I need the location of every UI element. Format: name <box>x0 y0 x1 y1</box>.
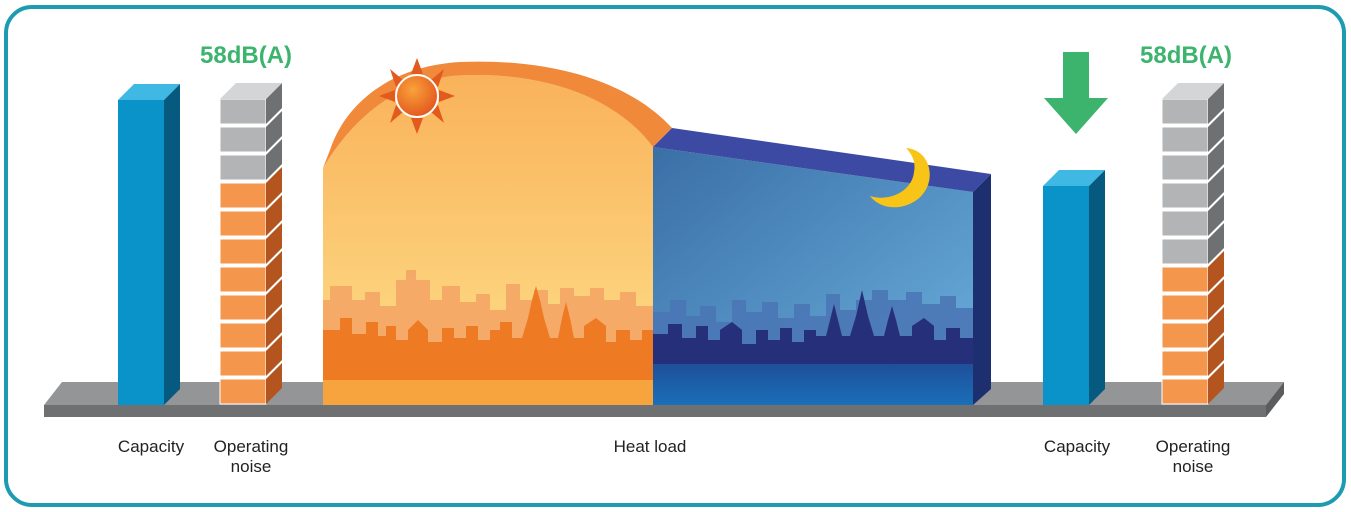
right-capacity-label: Capacity <box>1043 437 1111 456</box>
right-capacity-bar <box>1043 170 1105 405</box>
left-noise-gray-block <box>219 111 282 153</box>
left-noise-orange-block <box>219 335 282 377</box>
left-noise-label-line2: noise <box>230 457 272 476</box>
right-noise-gray-block <box>1161 167 1224 209</box>
left-noise-orange-block <box>219 363 282 405</box>
left-noise-orange-block <box>219 195 282 237</box>
day-curve-top <box>323 61 672 168</box>
right-noise-orange-block <box>1161 279 1224 321</box>
night-top-edge <box>653 128 991 192</box>
night-skyline <box>653 290 973 405</box>
left-capacity-label: Capacity <box>117 437 185 456</box>
right-noise-orange-block <box>1161 335 1224 377</box>
right-noise-gray-block <box>1161 83 1224 125</box>
left-noise-orange-block <box>219 223 282 265</box>
heat-load-label: Heat load <box>613 437 687 456</box>
night-side-edge <box>973 174 991 405</box>
right-noise-label-line2: noise <box>1172 457 1214 476</box>
left-operating-noise-label: Operating noise <box>196 437 306 477</box>
left-noise-label-line1: Operating <box>213 437 289 456</box>
left-noise-gray-block <box>219 83 282 125</box>
left-noise-orange-block <box>219 167 282 209</box>
left-noise-level-label: 58dB(A) <box>200 42 293 69</box>
sun-icon <box>379 58 455 134</box>
left-capacity-bar <box>118 84 180 405</box>
right-noise-gray-block <box>1161 223 1224 265</box>
day-skyline <box>323 270 653 405</box>
left-noise-orange-block <box>219 279 282 321</box>
left-noise-gray-block <box>219 139 282 181</box>
heat-load-panel <box>323 58 991 405</box>
left-noise-orange-block <box>219 307 282 349</box>
left-noise-stack <box>219 83 282 405</box>
right-noise-stack <box>1161 83 1224 405</box>
right-operating-noise-label: Operating noise <box>1138 437 1248 477</box>
right-noise-orange-block <box>1161 307 1224 349</box>
right-noise-orange-block <box>1161 251 1224 293</box>
right-noise-label-line1: Operating <box>1155 437 1231 456</box>
right-noise-gray-block <box>1161 111 1224 153</box>
moon-icon <box>870 148 930 208</box>
right-noise-orange-block <box>1161 363 1224 405</box>
right-noise-gray-block <box>1161 195 1224 237</box>
down-arrow-icon <box>1044 52 1108 134</box>
right-noise-level-label: 58dB(A) <box>1140 42 1233 69</box>
right-noise-gray-block <box>1161 139 1224 181</box>
left-noise-orange-block <box>219 251 282 293</box>
